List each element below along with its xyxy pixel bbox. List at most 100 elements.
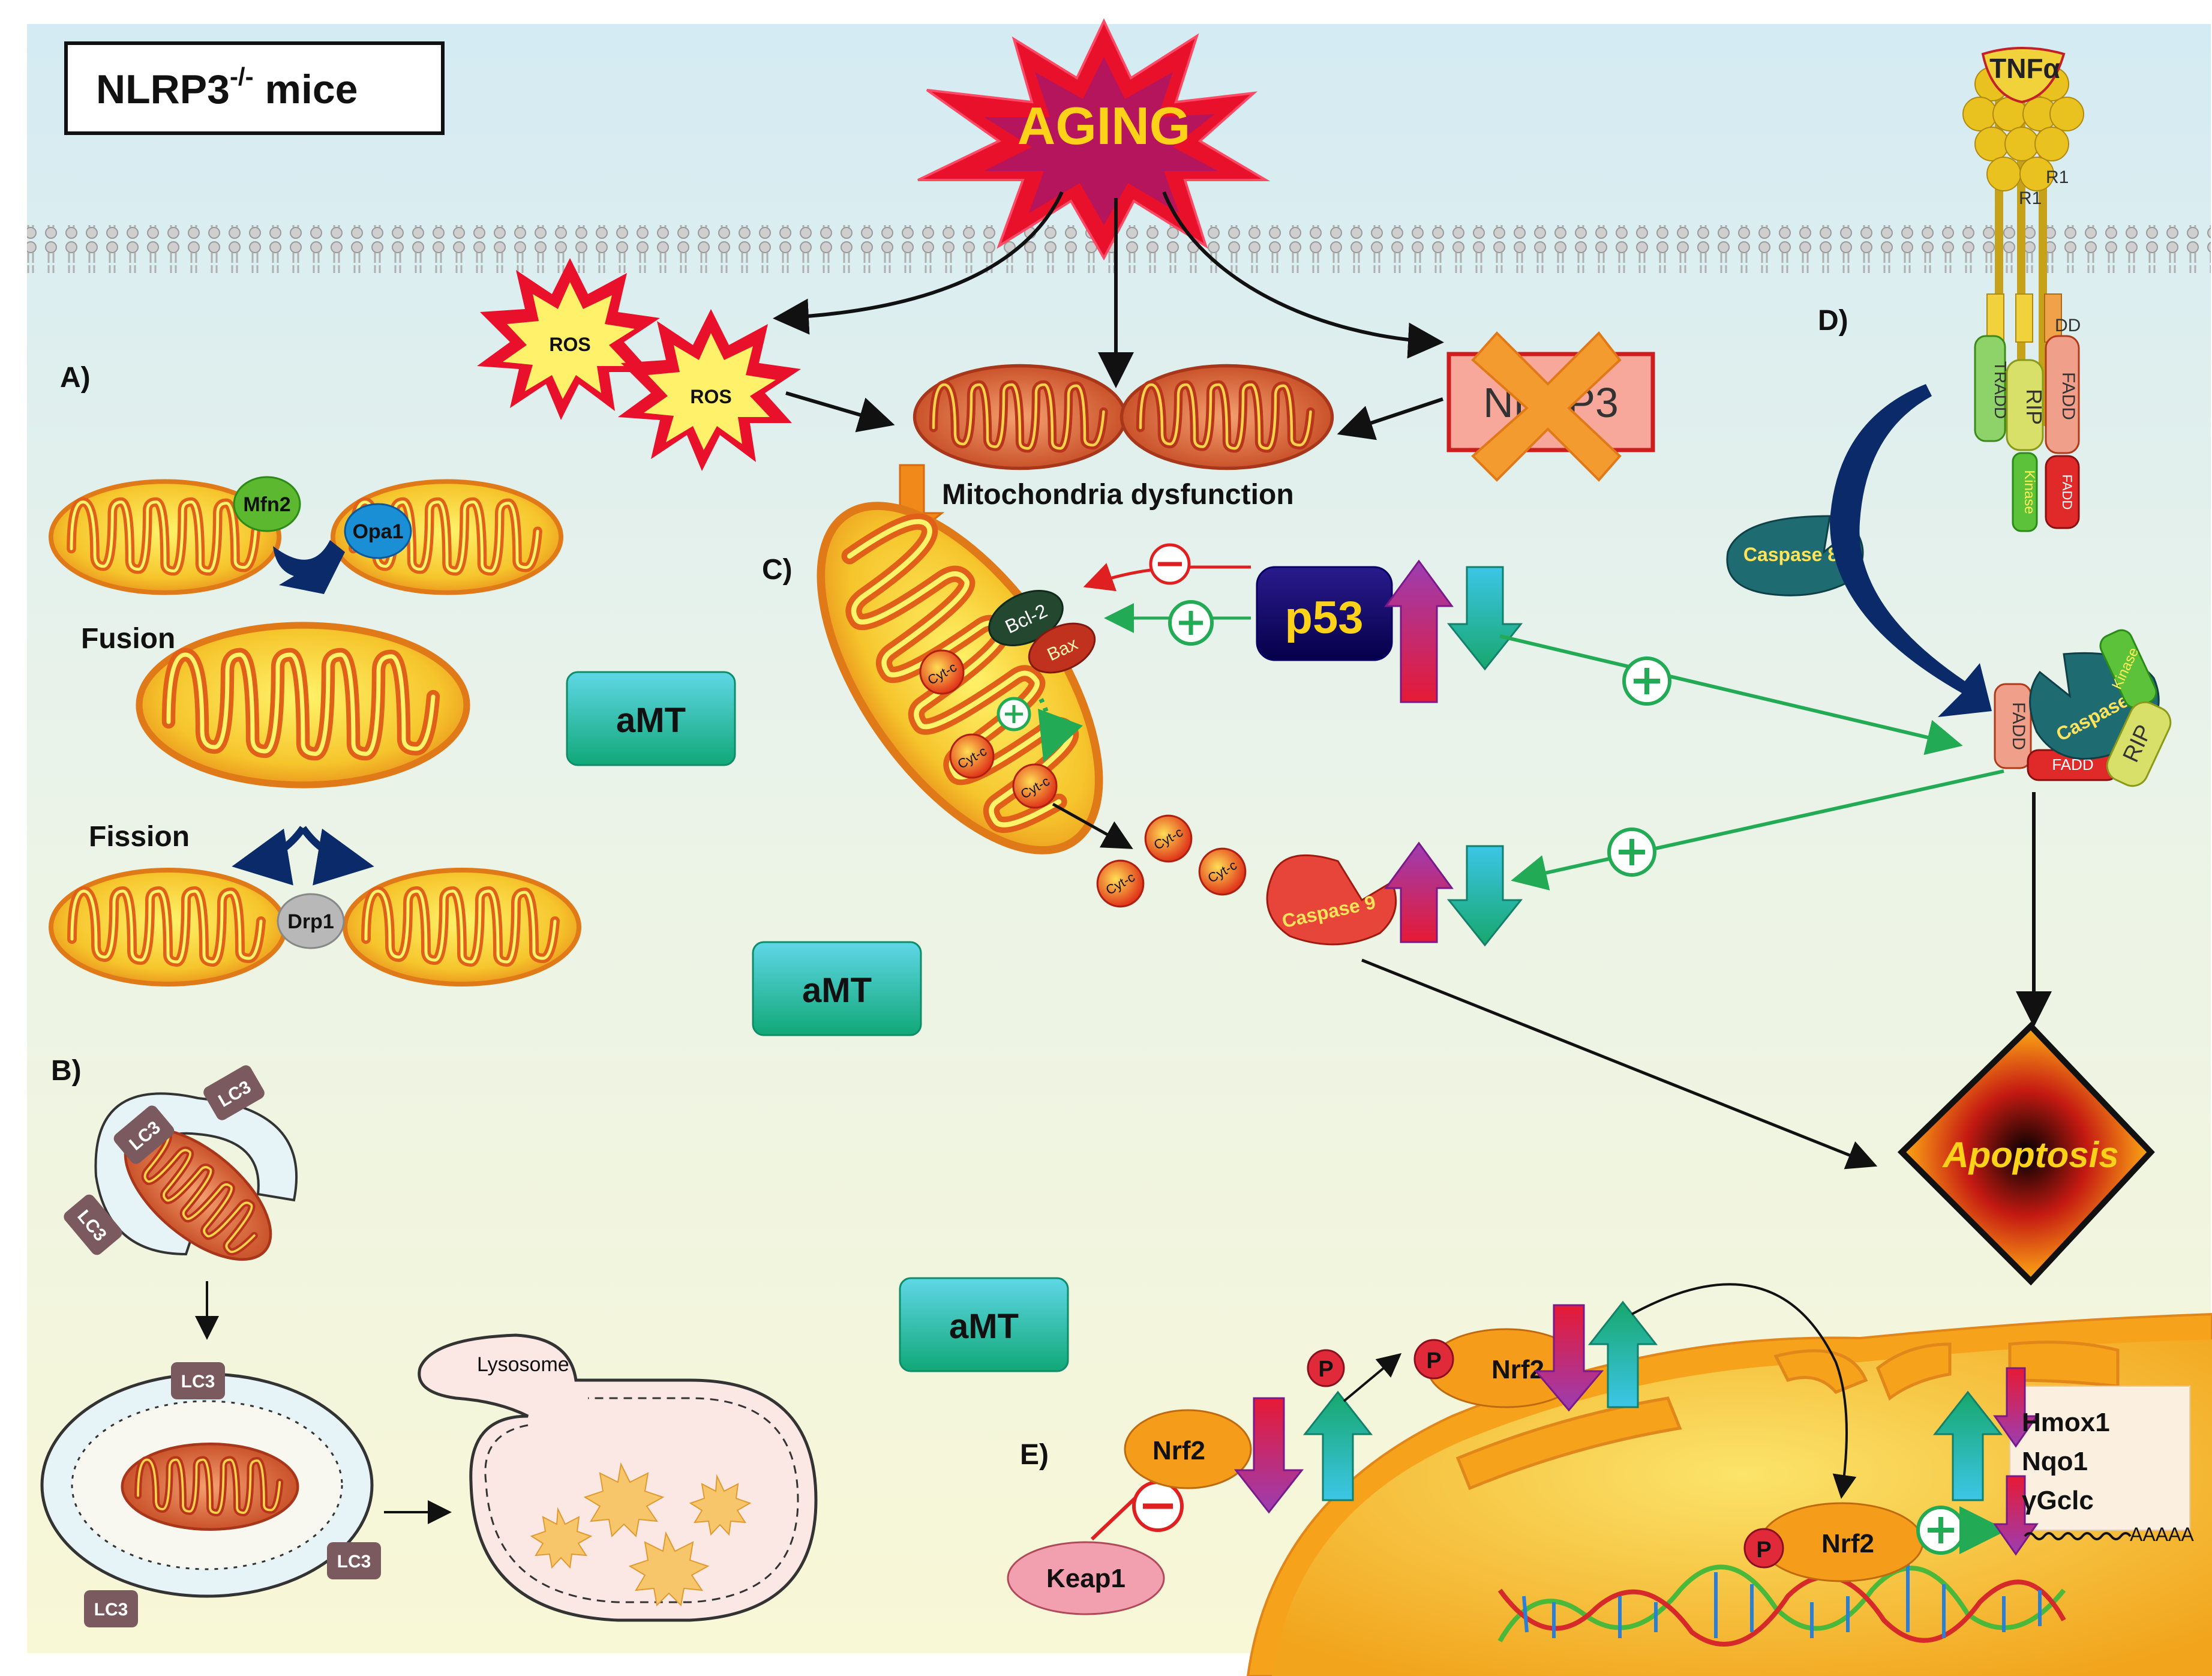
er-fold-2 bbox=[1773, 1349, 1868, 1394]
p53-box: p53 bbox=[1256, 566, 1393, 661]
lc3-tag-6: LC3 bbox=[84, 1590, 138, 1627]
plus-icon-3 bbox=[1607, 827, 1656, 877]
navy-curved-arrow bbox=[1830, 384, 1992, 717]
mito-dysfunction-label: Mitochondria dysfunction bbox=[942, 479, 1294, 511]
svg-text:P: P bbox=[1426, 1348, 1441, 1374]
fusion-arrow bbox=[273, 540, 345, 594]
p53-up-arrow bbox=[1384, 559, 1454, 703]
p53-label: p53 bbox=[1285, 592, 1364, 643]
aging-burst: AGING bbox=[917, 18, 1271, 261]
nlrp3-blocked: NLRP3 bbox=[1446, 331, 1655, 482]
gene-hmox1: Hmox1 bbox=[2022, 1408, 2110, 1437]
caspase9-down-arrow bbox=[1446, 845, 1523, 947]
svg-text:NLRP3-/- mice: NLRP3-/- mice bbox=[96, 62, 358, 112]
cytc-released-1: Cyt-c bbox=[1144, 814, 1193, 863]
r1-label-2: R1 bbox=[2019, 188, 2042, 208]
nrf2-label-2: Nrf2 bbox=[1491, 1355, 1544, 1384]
mito-b-inside bbox=[122, 1444, 298, 1530]
caspase9-up-arrow bbox=[1384, 841, 1454, 943]
amt-label-3: aMT bbox=[949, 1307, 1019, 1346]
cytc-released-2: Cyt-c bbox=[1096, 859, 1145, 908]
nrf2-label-3: Nrf2 bbox=[1821, 1529, 1874, 1558]
panel-label-c: C) bbox=[762, 554, 793, 586]
opa1-label: Opa1 bbox=[352, 520, 403, 543]
panel-label-a: A) bbox=[60, 362, 91, 394]
nrf2-2-down-arrow bbox=[1533, 1304, 1604, 1412]
fadd-label: FADD bbox=[2058, 372, 2078, 420]
minus-icon-1 bbox=[1149, 543, 1191, 585]
x-cross-icon bbox=[1471, 331, 1622, 482]
ros-label-1: ROS bbox=[549, 334, 590, 355]
arrow-casp9-to-apoptosis bbox=[1361, 958, 1878, 1170]
kinase-label: Kinase bbox=[2021, 470, 2037, 514]
er-fold-3 bbox=[1875, 1342, 1952, 1401]
nrf2-2-up-arrow bbox=[1587, 1300, 1658, 1408]
svg-text:P: P bbox=[1318, 1357, 1333, 1382]
mfn2-protein: Mfn2 bbox=[233, 476, 301, 532]
title-box: NLRP3-/- mice bbox=[64, 41, 445, 135]
keap1-label: Keap1 bbox=[1046, 1564, 1125, 1593]
green-arrow-p53-to-casp8 bbox=[1499, 634, 1963, 755]
lc3-tag-5: LC3 bbox=[327, 1542, 381, 1579]
caspase8-free-label: Caspase 8 bbox=[1743, 544, 1838, 565]
svg-text:LC3: LC3 bbox=[181, 1372, 215, 1392]
fadd-box bbox=[2045, 335, 2080, 454]
caspase9: Caspase 9 bbox=[1266, 854, 1397, 946]
tnfa-label: TNFα bbox=[1989, 53, 2060, 84]
arrow-aging-to-ros bbox=[773, 191, 1064, 335]
r1-label-1: R1 bbox=[2046, 167, 2069, 187]
apoptosis-label: Apoptosis bbox=[1941, 1135, 2118, 1175]
title-sup: -/- bbox=[230, 62, 254, 91]
panel-label-d: D) bbox=[1818, 305, 1848, 337]
svg-text:FADD: FADD bbox=[2060, 475, 2075, 510]
phospho-p-3: P bbox=[1743, 1528, 1784, 1569]
amt-box-2: aMT bbox=[752, 941, 922, 1036]
apoptosis-diamond: Apoptosis bbox=[1897, 1021, 2155, 1286]
ros-burst-2: ROS bbox=[618, 309, 801, 471]
title-main: NLRP3 bbox=[96, 67, 230, 112]
arrow-nrf2-phos bbox=[1343, 1353, 1402, 1402]
er-fold-1 bbox=[1455, 1396, 1682, 1491]
opa1-protein: Opa1 bbox=[344, 503, 412, 559]
ros-label-2: ROS bbox=[690, 386, 731, 407]
svg-text:FADD: FADD bbox=[2009, 702, 2028, 750]
bax-protein: Bax bbox=[1028, 622, 1096, 674]
panel-label-b: B) bbox=[51, 1055, 82, 1087]
keap1: Keap1 bbox=[1007, 1541, 1165, 1615]
lc3-tag-1: LC3 bbox=[203, 1065, 265, 1120]
title-suffix: mice bbox=[254, 67, 358, 112]
drp1-label: Drp1 bbox=[287, 910, 334, 933]
arrow-cytc-release bbox=[1052, 802, 1133, 849]
gene-nqo1: Nqo1 bbox=[2022, 1447, 2088, 1476]
nrf2-nuclear: Nrf2 bbox=[1760, 1502, 1924, 1582]
amt-box-1: aMT bbox=[566, 671, 736, 766]
p53-down-arrow bbox=[1446, 566, 1523, 671]
cytc-inside-1: Cyt-c bbox=[919, 649, 965, 695]
mito-a-fused bbox=[139, 625, 467, 785]
genes-up-arrow bbox=[1932, 1390, 2003, 1501]
tradd-box bbox=[1974, 335, 2006, 442]
nrf2-label-1: Nrf2 bbox=[1152, 1436, 1205, 1465]
minus-icon-2 bbox=[1132, 1480, 1184, 1532]
dd-label: DD bbox=[2055, 316, 2081, 335]
polya-label: AAAAA bbox=[2130, 1524, 2194, 1545]
fadd-dots-box bbox=[2045, 455, 2080, 529]
amt-label-2: aMT bbox=[802, 971, 872, 1010]
caspase8-complex: FADD FADD Caspase 8 Kinase RIP bbox=[1994, 629, 2172, 787]
kinase-box bbox=[2012, 452, 2038, 532]
drp1-protein: Drp1 bbox=[277, 893, 345, 949]
arrow-ros-to-mito bbox=[785, 391, 895, 433]
er-fold-4 bbox=[2008, 1341, 2120, 1388]
plus-icon-mito bbox=[997, 697, 1031, 731]
panel-label-e: E) bbox=[1020, 1439, 1049, 1471]
mfn2-label: Mfn2 bbox=[243, 493, 290, 516]
amt-box-3: aMT bbox=[899, 1277, 1069, 1372]
aging-label: AGING bbox=[1018, 96, 1190, 155]
nrf2-phosphorylated: Nrf2 bbox=[1427, 1328, 1585, 1408]
autophagosome bbox=[40, 1372, 374, 1598]
genes-down-arrow-1 bbox=[1993, 1367, 2039, 1448]
tnf-receptor: TNFα R1 R1 DD TRADD RIP Kinase FADD FADD bbox=[1962, 47, 2084, 532]
nrf2-1-up-arrow bbox=[1302, 1390, 1373, 1501]
plasma-membrane bbox=[27, 225, 2211, 273]
